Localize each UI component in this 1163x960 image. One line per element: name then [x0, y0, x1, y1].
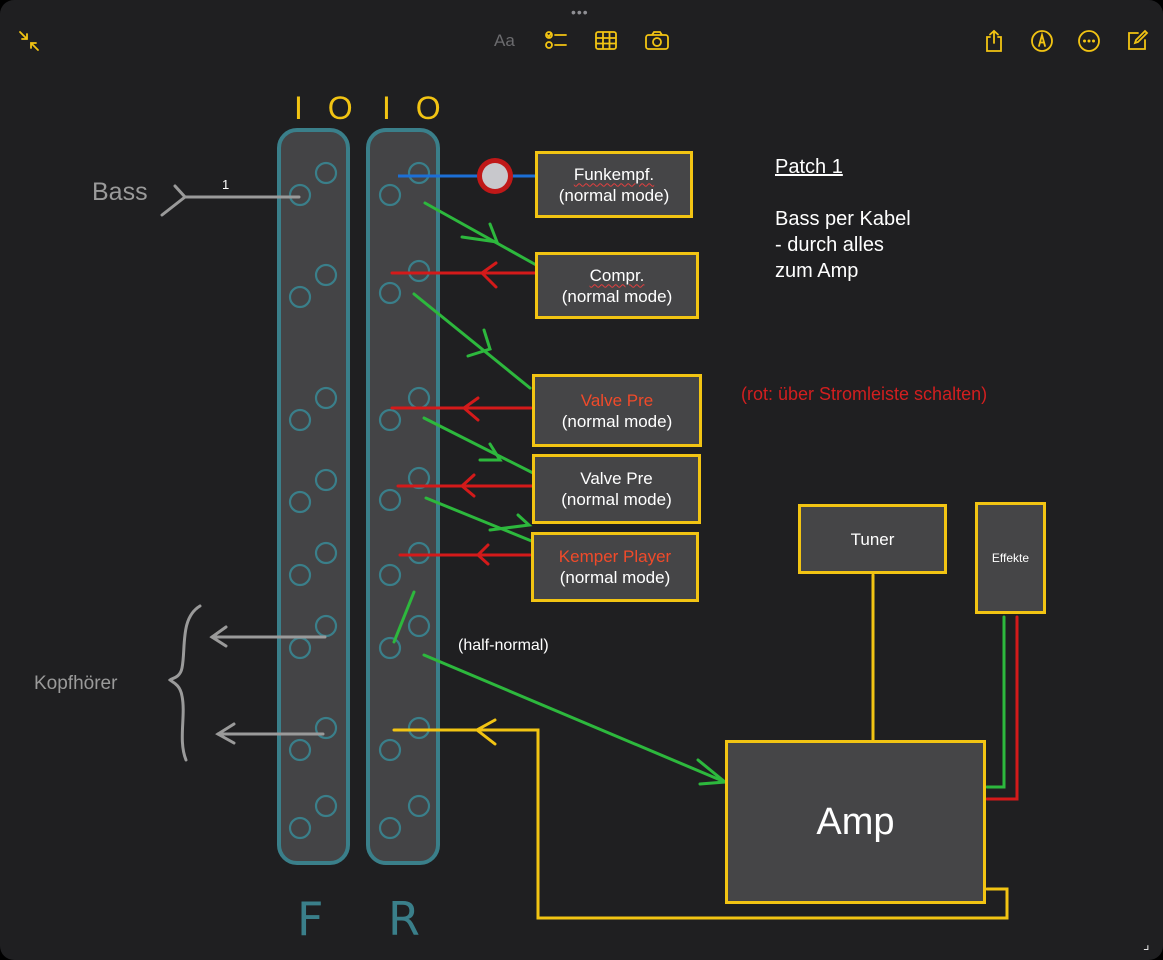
device-name: Kemper Player: [558, 547, 672, 566]
front-jack-0-out: [314, 161, 338, 185]
front-jack-0-in: [288, 183, 312, 207]
share-icon[interactable]: [981, 28, 1007, 54]
rear-jack-3-out: [407, 466, 431, 490]
more-icon[interactable]: [1076, 28, 1102, 54]
note-line-2: - durch alles: [775, 234, 884, 256]
rear-jack-1-in: [378, 281, 402, 305]
device-kemper-player[interactable]: Kemper Player (normal mode): [531, 532, 699, 602]
device-name: Valve Pre: [580, 469, 653, 488]
front-jack-6-out: [314, 716, 338, 740]
note-line-1: Bass per Kabel: [775, 208, 911, 230]
effects-label: Effekte: [991, 550, 1030, 565]
front-jack-7-in: [288, 816, 312, 840]
tuner-label: Tuner: [850, 529, 895, 549]
front-jack-1-in: [288, 285, 312, 309]
rear-jack-5-out: [407, 614, 431, 638]
rear-jack-4-out: [407, 541, 431, 565]
device-name: Valve Pre: [580, 390, 654, 410]
rear-io-label: I O: [382, 90, 449, 126]
patch-title: Patch 1: [775, 156, 843, 178]
rear-jack-2-in: [378, 408, 402, 432]
front-jack-4-in: [288, 563, 312, 587]
half-normal-label: (half-normal): [458, 637, 549, 654]
device-wireless-receiver[interactable]: Funkempf. (normal mode): [535, 151, 693, 218]
amp-return-cables: [392, 573, 1009, 920]
device-valve-pre-2[interactable]: Valve Pre (normal mode): [532, 454, 701, 524]
rear-jack-1-out: [407, 259, 431, 283]
front-column-label: F: [297, 892, 324, 946]
rear-jack-7-in: [378, 816, 402, 840]
resize-handle-icon[interactable]: ⌟: [1143, 936, 1150, 952]
bass-input-cable: [160, 184, 301, 217]
signal-cables: [392, 201, 1006, 789]
front-jack-4-out: [314, 541, 338, 565]
rear-jack-0-in: [378, 183, 402, 207]
table-icon[interactable]: [593, 28, 619, 54]
window-grabber[interactable]: •••: [571, 4, 589, 20]
device-mode: (normal mode): [561, 411, 673, 431]
front-jack-7-out: [314, 794, 338, 818]
rear-jack-7-out: [407, 794, 431, 818]
front-jack-2-in: [288, 408, 312, 432]
rear-jack-6-out: [407, 716, 431, 740]
format-text-button[interactable]: Aa: [494, 31, 515, 50]
device-mode: (normal mode): [558, 185, 670, 205]
patch-jacks: [288, 161, 431, 840]
rear-jack-6-in: [378, 738, 402, 762]
patchbay-front-strip: [277, 128, 350, 865]
camera-icon[interactable]: [644, 28, 670, 54]
bass-channel-label: 1: [222, 177, 230, 192]
front-jack-6-in: [288, 738, 312, 762]
note-line-3: zum Amp: [775, 260, 859, 282]
device-mode: (normal mode): [561, 490, 672, 509]
device-mode: (normal mode): [559, 568, 671, 587]
markup-pen-icon[interactable]: [1029, 28, 1055, 54]
headphone-cables: [167, 604, 327, 762]
rear-jack-0-out: [407, 161, 431, 185]
device-tuner[interactable]: Tuner: [798, 504, 947, 574]
rear-jack-5-in: [378, 636, 402, 660]
rear-jack-3-in: [378, 488, 402, 512]
device-effects[interactable]: Effekte: [975, 502, 1046, 614]
power-switched-cables: [390, 261, 1019, 801]
checklist-icon[interactable]: [543, 28, 569, 54]
rear-column-label: R: [388, 892, 420, 946]
bass-label: Bass: [92, 178, 148, 206]
patchbay-rear-strip: [366, 128, 440, 865]
device-amp[interactable]: Amp: [725, 740, 986, 904]
collapse-icon[interactable]: [16, 28, 42, 54]
headphones-label: Kopfhörer: [34, 673, 118, 694]
device-mode: (normal mode): [561, 286, 673, 306]
front-io-label: I O: [294, 90, 361, 126]
device-valve-pre-1[interactable]: Valve Pre (normal mode): [532, 374, 702, 447]
device-name: Compr.: [589, 265, 645, 285]
device-compressor[interactable]: Compr. (normal mode): [535, 252, 699, 319]
power-strip-note: (rot: über Stromleiste schalten): [741, 384, 988, 404]
front-jack-2-out: [314, 386, 338, 410]
compose-icon[interactable]: [1124, 28, 1150, 54]
front-jack-1-out: [314, 263, 338, 287]
device-name: Funkempf.: [573, 164, 655, 184]
rear-jack-4-in: [378, 563, 402, 587]
front-jack-3-out: [314, 468, 338, 492]
amp-label: Amp: [816, 801, 895, 843]
front-jack-3-in: [288, 490, 312, 514]
